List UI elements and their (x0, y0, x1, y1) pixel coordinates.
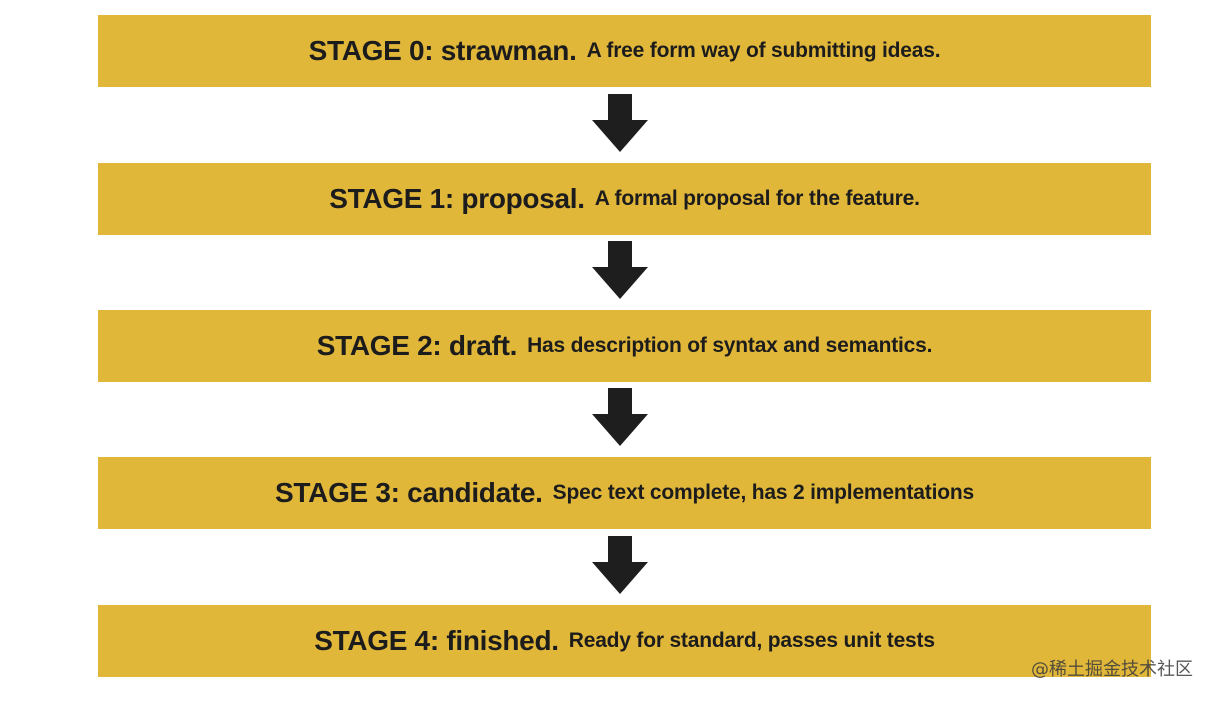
down-arrow-icon (592, 536, 648, 594)
stage-2-box: STAGE 2: draft. Has description of synta… (98, 310, 1151, 382)
down-arrow-icon (592, 241, 648, 299)
site-watermark: @稀土掘金技术社区 (1031, 659, 1193, 680)
stage-3-label: STAGE 3: candidate. (275, 477, 543, 508)
stage-4-label: STAGE 4: finished. (314, 625, 559, 656)
stage-3-box: STAGE 3: candidate. Spec text complete, … (98, 457, 1151, 529)
stage-3-description: Spec text complete, has 2 implementation… (552, 481, 974, 504)
stage-1-box: STAGE 1: proposal. A formal proposal for… (98, 163, 1151, 235)
stage-2-description: Has description of syntax and semantics. (527, 334, 933, 357)
stage-0-description: A free form way of submitting ideas. (586, 39, 941, 62)
stage-4-description: Ready for standard, passes unit tests (568, 629, 935, 652)
down-arrow-icon (592, 388, 648, 446)
stage-0-label: STAGE 0: strawman. (308, 35, 577, 66)
down-arrow-icon (592, 94, 648, 152)
stage-0-box: STAGE 0: strawman. A free form way of su… (98, 15, 1151, 87)
stage-2-label: STAGE 2: draft. (316, 330, 518, 361)
stage-1-label: STAGE 1: proposal. (329, 183, 585, 214)
stage-1-description: A formal proposal for the feature. (594, 187, 920, 210)
stage-4-box: STAGE 4: finished. Ready for standard, p… (98, 605, 1151, 677)
